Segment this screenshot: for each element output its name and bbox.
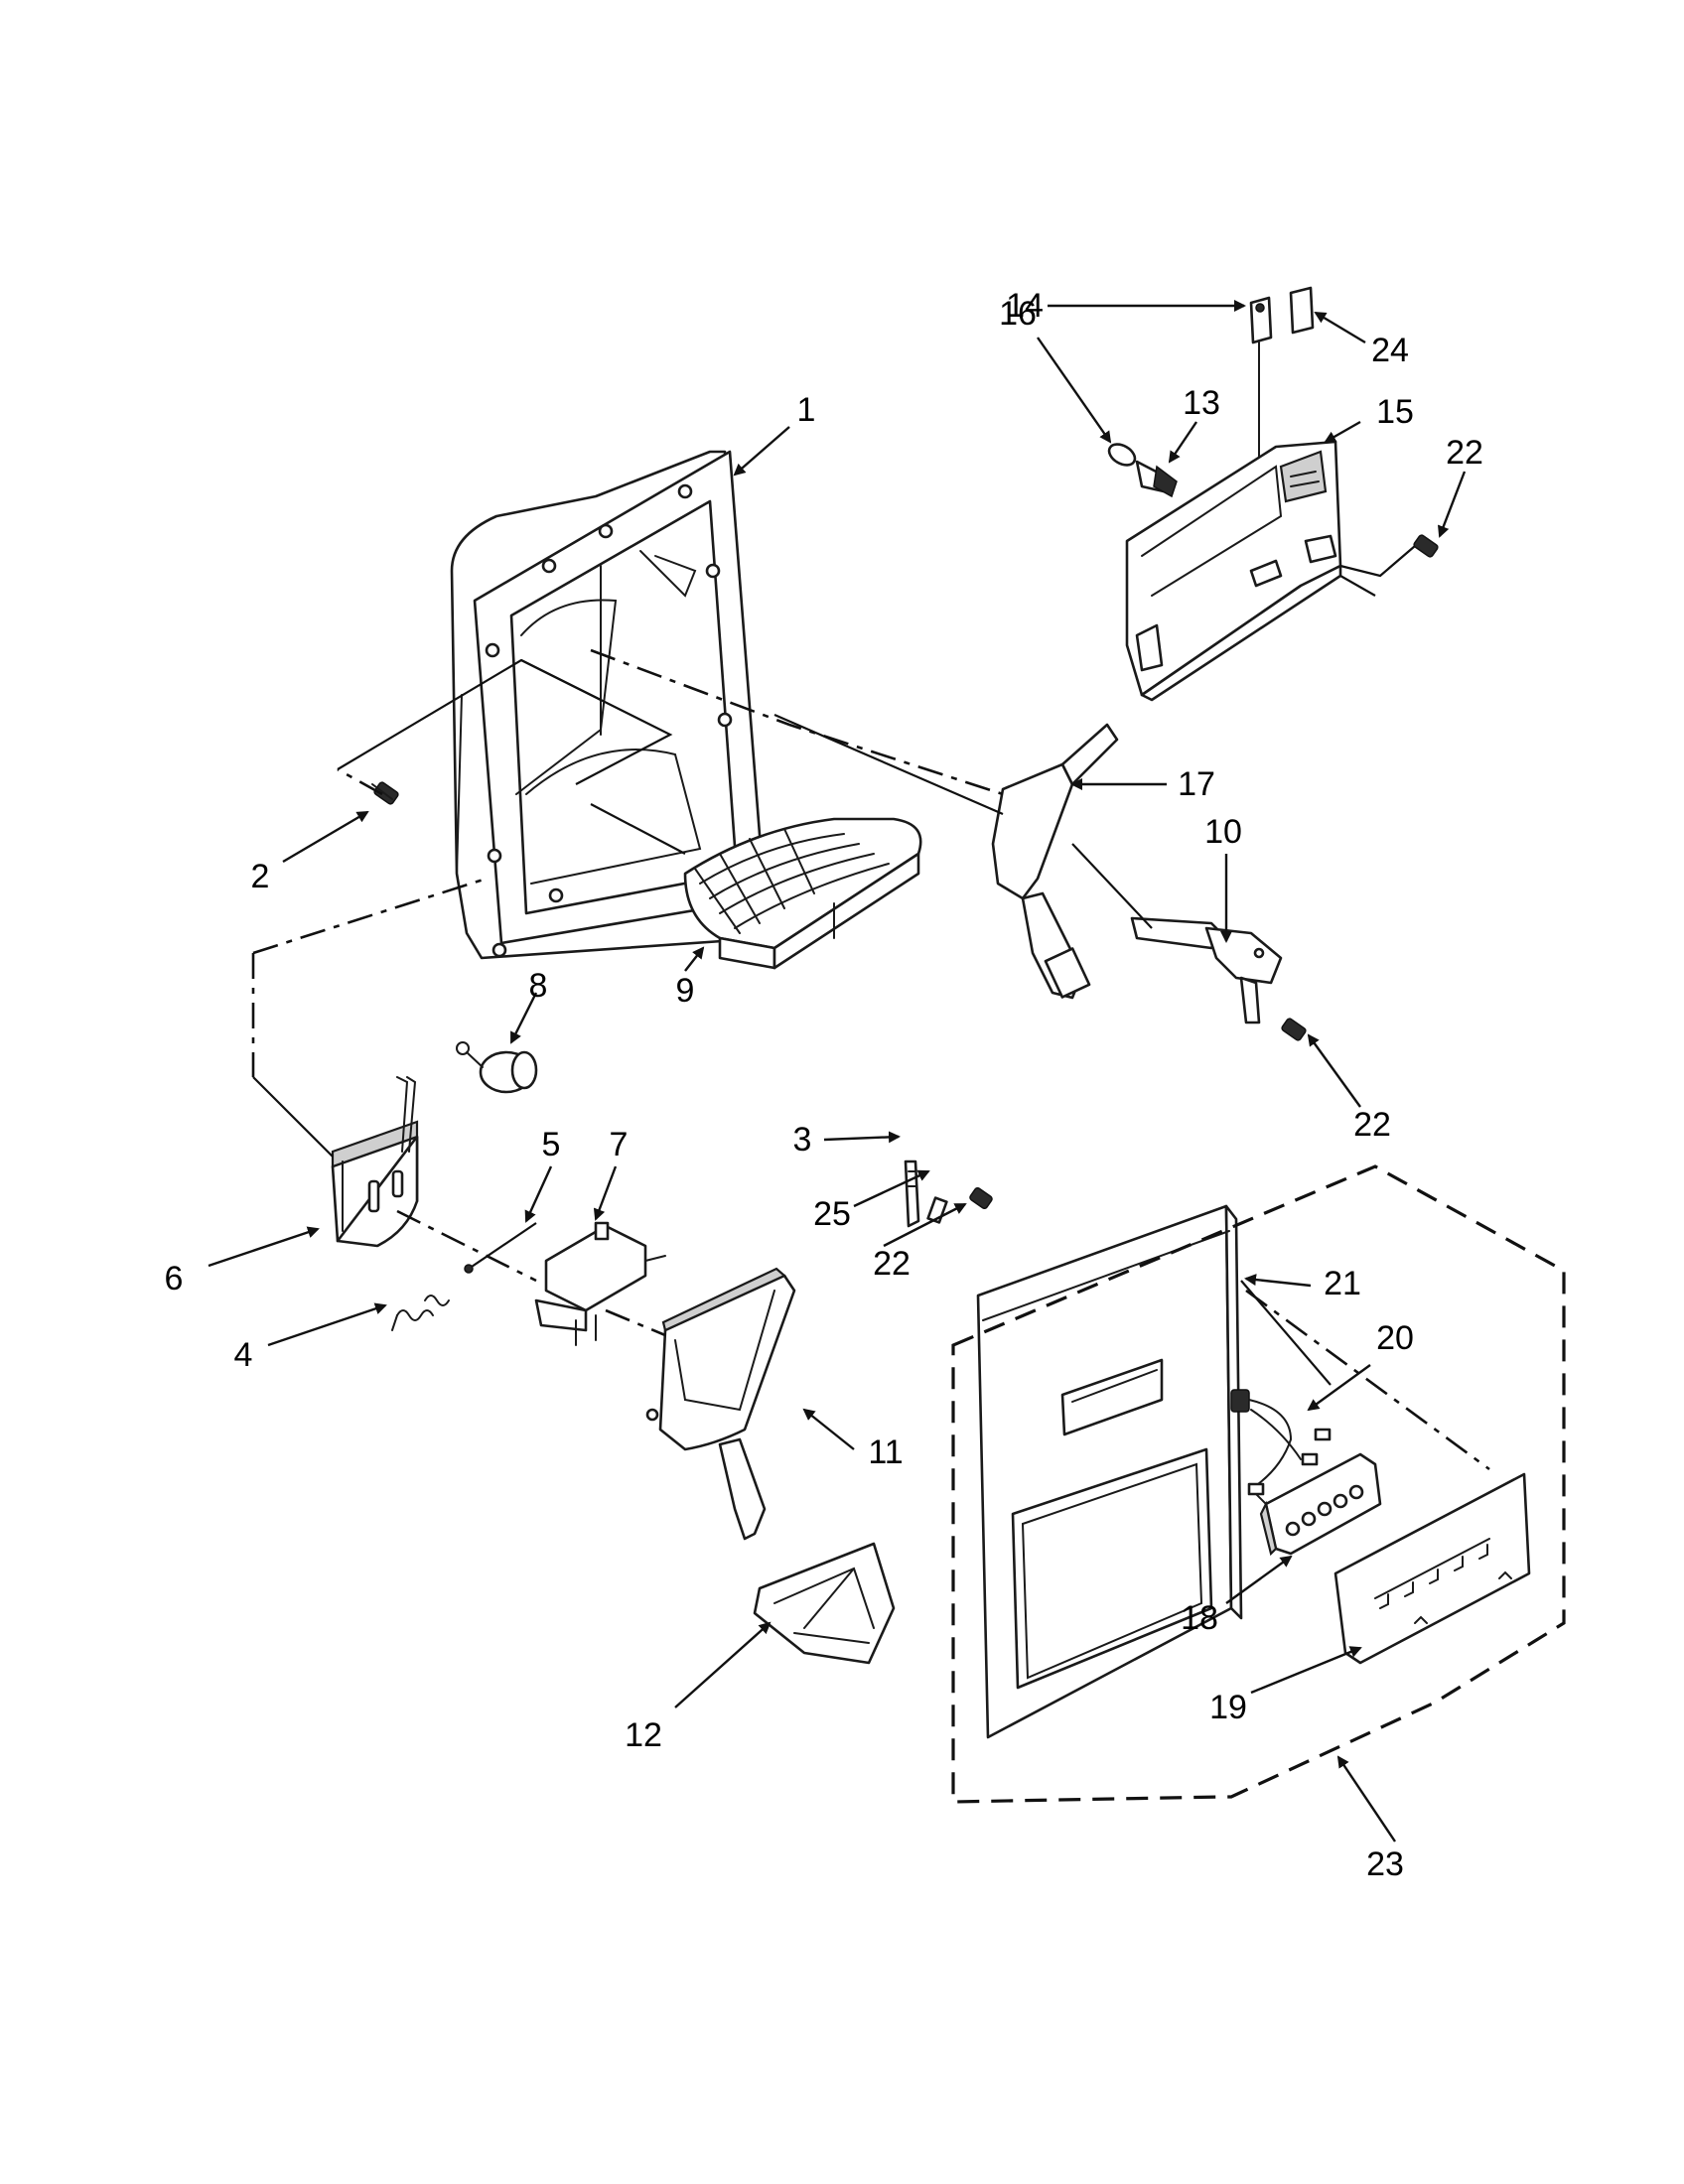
callout-17: 17 [1178,765,1215,803]
callout-5: 5 [542,1126,561,1163]
switch-24-part [1249,286,1315,458]
ice-chute-door-part [645,1267,796,1541]
callout-1: 1 [797,391,816,429]
explosion-guide-lines [251,545,1490,1471]
control-overlay-part [1333,1472,1531,1665]
callout-14: 14 [1006,287,1044,325]
assembly-23-outline [951,1164,1566,1804]
callout-22-mid: 22 [1353,1106,1391,1144]
callout-4: 4 [234,1336,253,1374]
callout-15: 15 [1376,393,1414,431]
callout-3: 3 [793,1121,812,1159]
switch-housing-part [331,1076,419,1248]
wire-harness-part [1230,1389,1332,1505]
callout-labels: 1 2 3 4 5 6 7 8 9 10 11 12 13 14 15 16 1… [165,287,1483,1883]
callout-2: 2 [251,858,270,895]
callout-7: 7 [610,1126,629,1163]
dispenser-arm-part [991,723,1119,1000]
callout-11: 11 [868,1433,903,1471]
screw-22-mid-part [1281,1018,1307,1041]
callout-21: 21 [1324,1265,1361,1302]
callout-leaders [208,300,1467,1843]
control-board-part [1259,1452,1382,1557]
water-lever-part [1130,916,1283,1024]
drip-tray-grille-part [683,817,922,970]
callout-23: 23 [1366,1845,1404,1883]
actuator-part [534,1221,666,1346]
callout-19: 19 [1209,1689,1247,1726]
dispenser-cover-panel-part [976,1204,1243,1739]
callout-10: 10 [1204,813,1242,851]
callout-13: 13 [1183,384,1220,422]
ice-chute-part [753,1542,896,1665]
motor-part [456,1041,538,1094]
callout-12: 12 [625,1716,662,1754]
callout-20: 20 [1376,1319,1414,1357]
callout-22-top: 22 [1446,434,1483,472]
callout-18: 18 [1181,1599,1218,1637]
screw-2-part [371,781,399,805]
callout-16: 16 [999,295,1037,333]
hardware-3-25-22-part [904,1160,993,1228]
dispenser-housing-part [450,450,767,960]
callout-9: 9 [676,972,695,1010]
callout-24: 24 [1371,332,1409,369]
callout-6: 6 [165,1260,184,1297]
spring-part [391,1295,450,1331]
control-bracket-part [1125,440,1342,702]
screw-22-top-part [1413,534,1439,558]
callout-25: 25 [813,1195,851,1233]
callout-8: 8 [529,967,548,1005]
pin-part [464,1222,537,1274]
lamp-socket-part [1107,443,1178,498]
callout-22-low: 22 [873,1245,911,1283]
